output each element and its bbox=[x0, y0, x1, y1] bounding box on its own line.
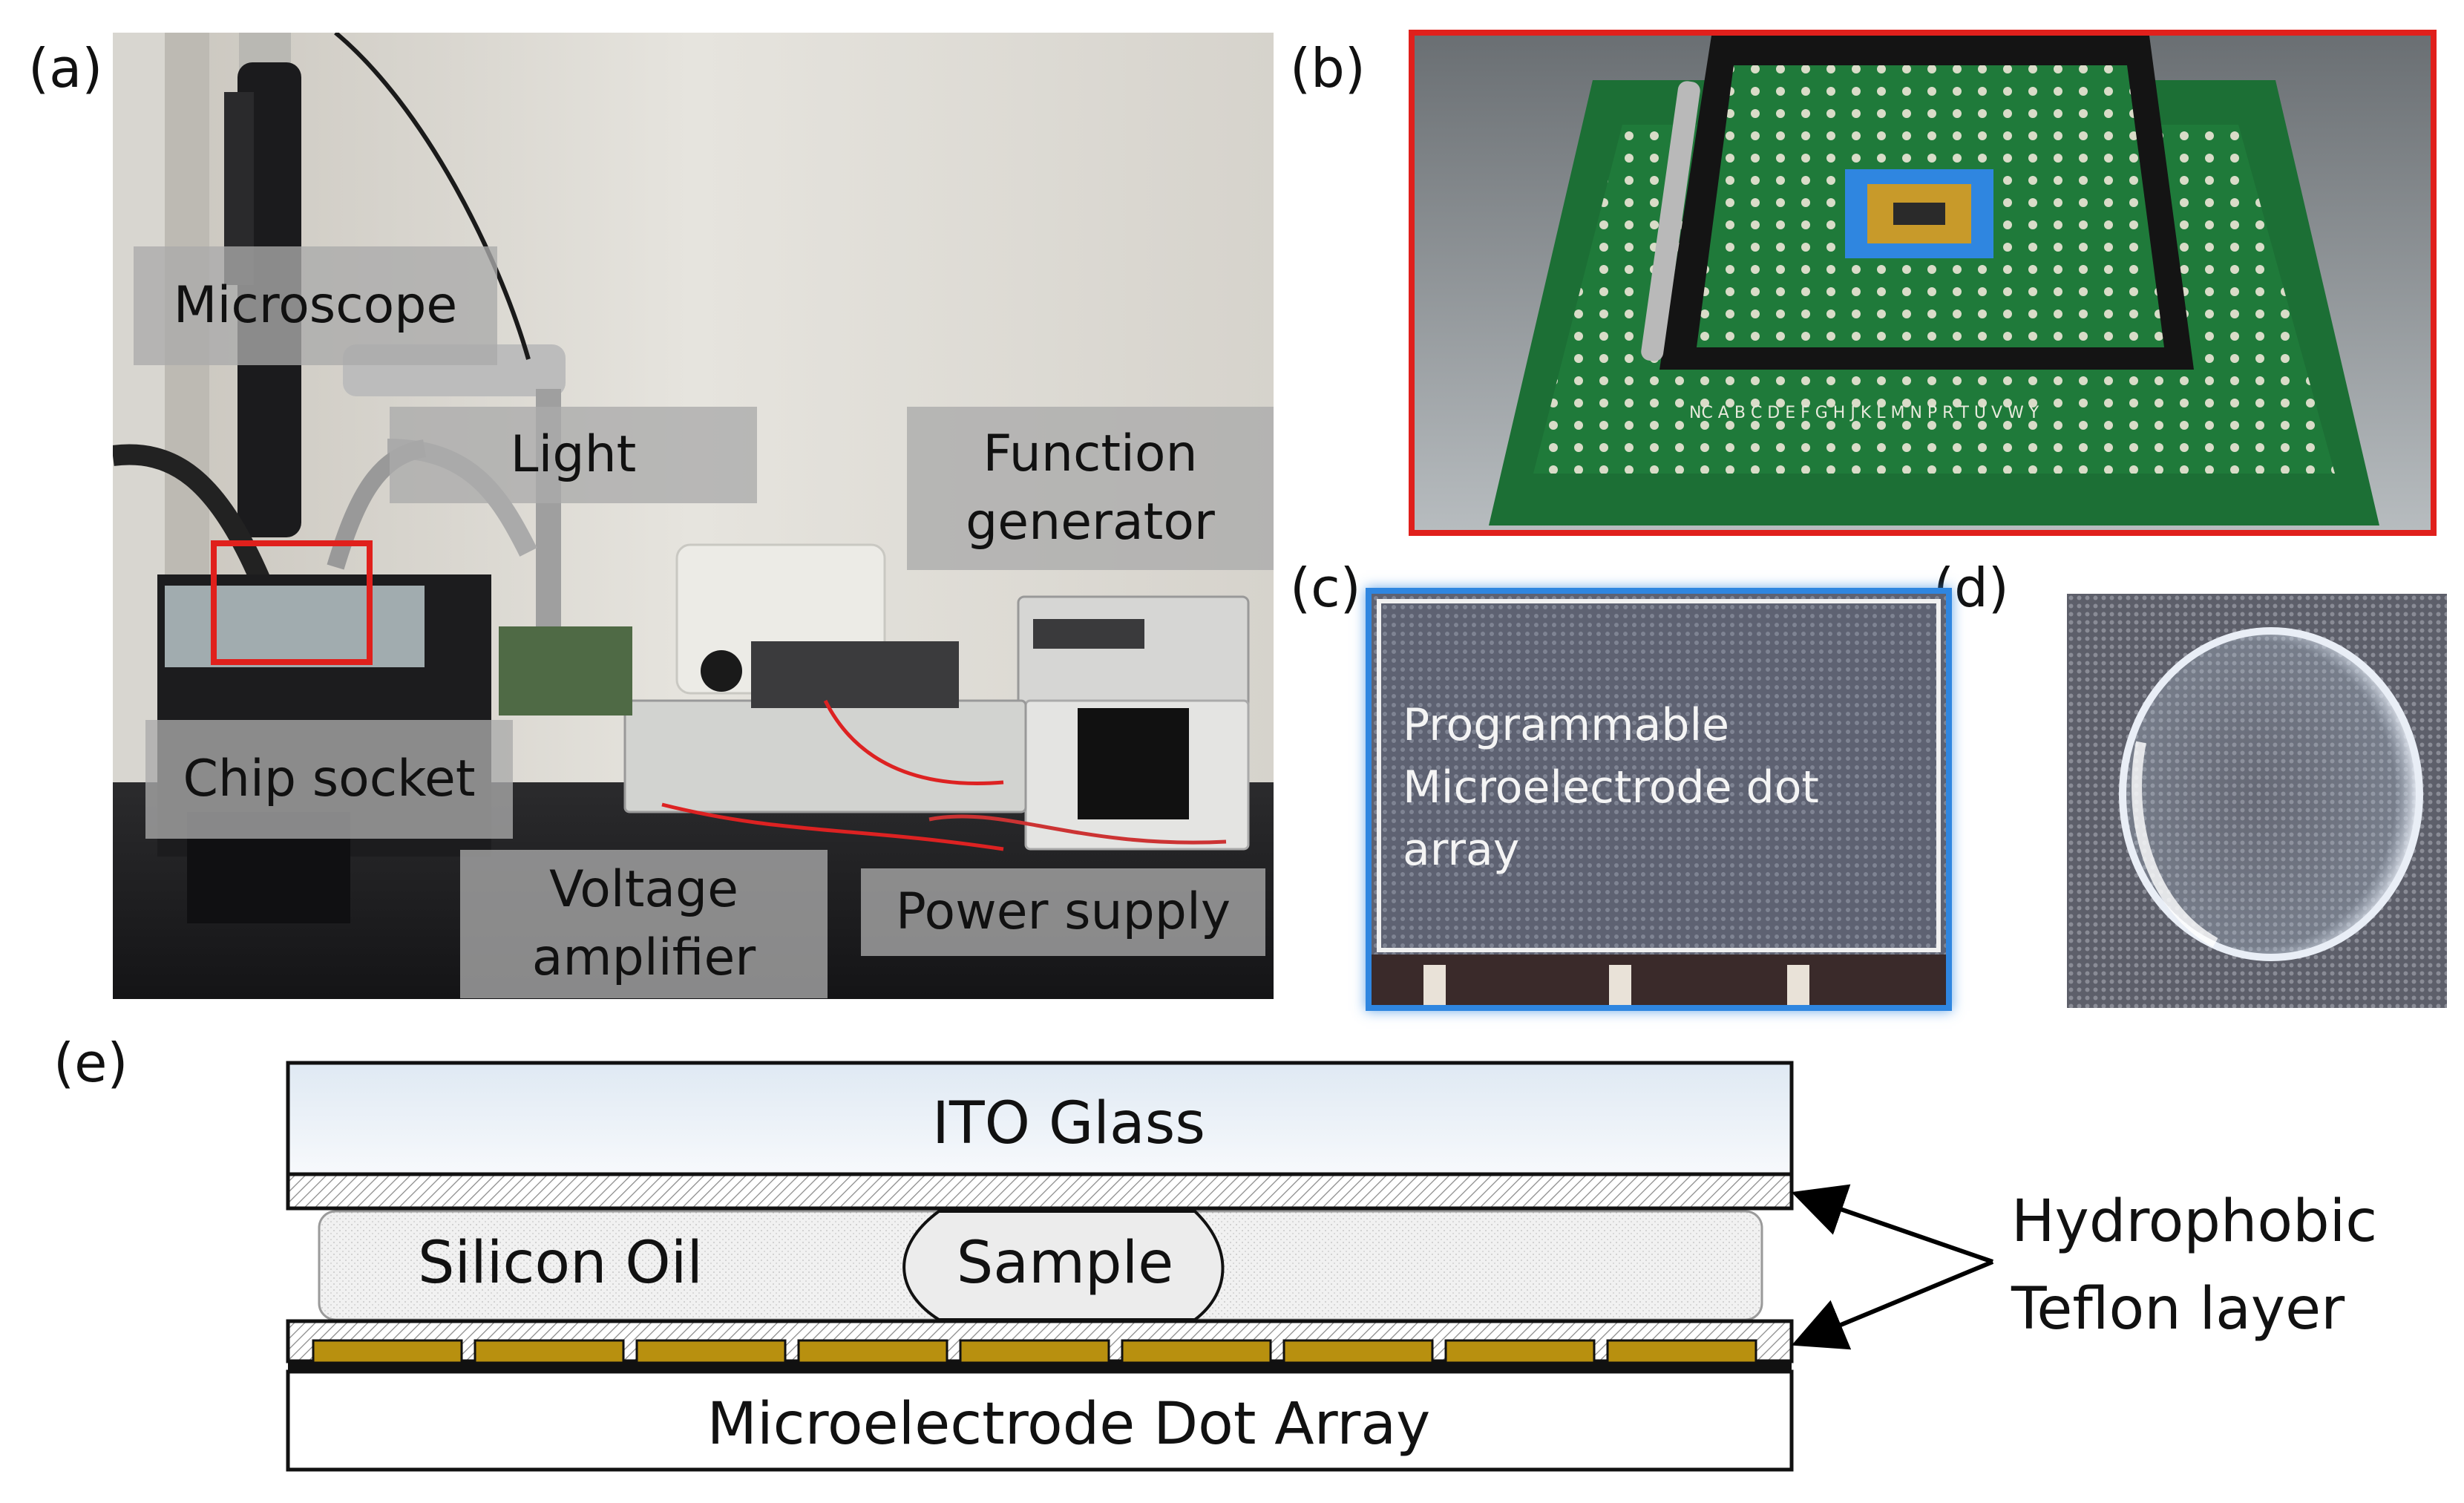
electrode bbox=[635, 1339, 787, 1364]
microelectrode-array-label: Microelectrode Dot Array bbox=[707, 1391, 1431, 1458]
array-caption-line-1: Programmable bbox=[1403, 699, 1730, 751]
arrow-top-teflon bbox=[1791, 1184, 1993, 1264]
ito-glass-layer bbox=[286, 1061, 1794, 1176]
chip-highlight-box bbox=[211, 540, 373, 665]
panel-a-label: (a) bbox=[28, 37, 103, 99]
droplet-illustration bbox=[2067, 594, 2447, 1008]
arrow-bottom-teflon bbox=[1791, 1260, 1994, 1350]
microscope-label-text: Microscope bbox=[173, 276, 458, 335]
droplet-photo bbox=[2067, 594, 2447, 1008]
panel-e-label: (e) bbox=[53, 1032, 128, 1094]
electrode bbox=[1606, 1339, 1757, 1364]
voltage-amplifier-text-2: amplifier bbox=[531, 929, 756, 987]
ito-glass-label: ITO Glass bbox=[932, 1090, 1205, 1157]
silicon-oil-label: Silicon Oil bbox=[418, 1230, 703, 1297]
electrode bbox=[1444, 1339, 1596, 1364]
electrode-base-line bbox=[288, 1363, 1792, 1372]
microelectrode-array-photo: Programmable Microelectrode dot array bbox=[1366, 588, 1952, 1011]
power-supply-label: Power supply bbox=[861, 868, 1265, 956]
array-caption: Programmable Microelectrode dot array bbox=[1403, 694, 1946, 881]
electrode-row bbox=[312, 1339, 1757, 1364]
electrode bbox=[797, 1339, 948, 1364]
array-caption-line-2: Microelectrode dot array bbox=[1403, 762, 1819, 876]
function-generator-text-1: Function bbox=[983, 425, 1198, 484]
function-generator-text-2: generator bbox=[966, 493, 1215, 551]
light-label: Light bbox=[390, 407, 757, 503]
chip-socket-label-text: Chip socket bbox=[183, 750, 476, 809]
sample-label: Sample bbox=[957, 1230, 1173, 1297]
function-generator-label: Function generator bbox=[907, 407, 1274, 570]
electrode bbox=[959, 1339, 1110, 1364]
electrode bbox=[1121, 1339, 1272, 1364]
voltage-amplifier-label: Voltage amplifier bbox=[460, 850, 828, 998]
array-illustration bbox=[1372, 594, 1946, 1005]
panel-b-label: (b) bbox=[1290, 37, 1366, 99]
electrode bbox=[312, 1339, 463, 1364]
callout-line-1: Hydrophobic bbox=[2011, 1188, 2377, 1255]
chip-socket-label: Chip socket bbox=[145, 720, 513, 839]
panel-c-label: (c) bbox=[1290, 557, 1361, 619]
electrode bbox=[474, 1339, 625, 1364]
chip-socket-photo: NC A B C D E F G H J K L M N P R T U V W… bbox=[1409, 30, 2437, 536]
microscope-label: Microscope bbox=[134, 246, 497, 365]
voltage-amplifier-text-1: Voltage bbox=[548, 860, 739, 920]
callout-line-2: Teflon layer bbox=[2011, 1276, 2345, 1343]
top-teflon-layer bbox=[286, 1172, 1794, 1211]
power-supply-label-text: Power supply bbox=[895, 883, 1231, 942]
electrode bbox=[1282, 1339, 1434, 1364]
chip-socket-illustration: NC A B C D E F G H J K L M N P R T U V W… bbox=[1415, 36, 2431, 530]
microelectrode-array-layer bbox=[286, 1369, 1794, 1472]
light-label-text: Light bbox=[510, 425, 637, 485]
pin-row-labels: NC A B C D E F G H J K L M N P R T U V W… bbox=[1689, 404, 2039, 422]
